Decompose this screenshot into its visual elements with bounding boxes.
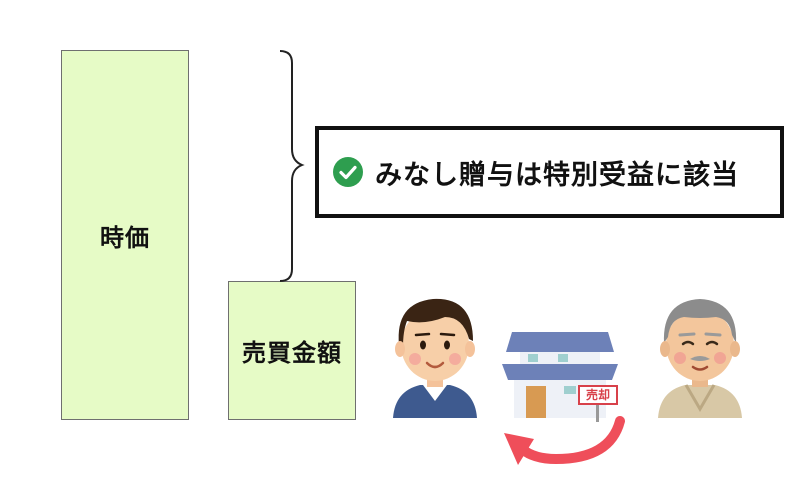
market-value-bar: 時価 xyxy=(61,50,189,420)
callout-box: みなし贈与は特別受益に該当 xyxy=(315,126,784,218)
callout-text: みなし贈与は特別受益に該当 xyxy=(375,159,739,191)
house-icon xyxy=(502,332,618,422)
market-value-label: 時価 xyxy=(100,223,150,252)
sale-amount-bar: 売買金額 xyxy=(228,281,356,420)
curly-brace xyxy=(279,50,305,282)
check-circle-icon xyxy=(333,157,363,187)
young-man-icon xyxy=(393,298,477,418)
sale-amount-label: 売買金額 xyxy=(242,339,342,367)
sale-sign: 売却 xyxy=(578,385,618,405)
elderly-man-icon xyxy=(658,299,742,418)
curved-arrow-icon xyxy=(504,416,625,465)
